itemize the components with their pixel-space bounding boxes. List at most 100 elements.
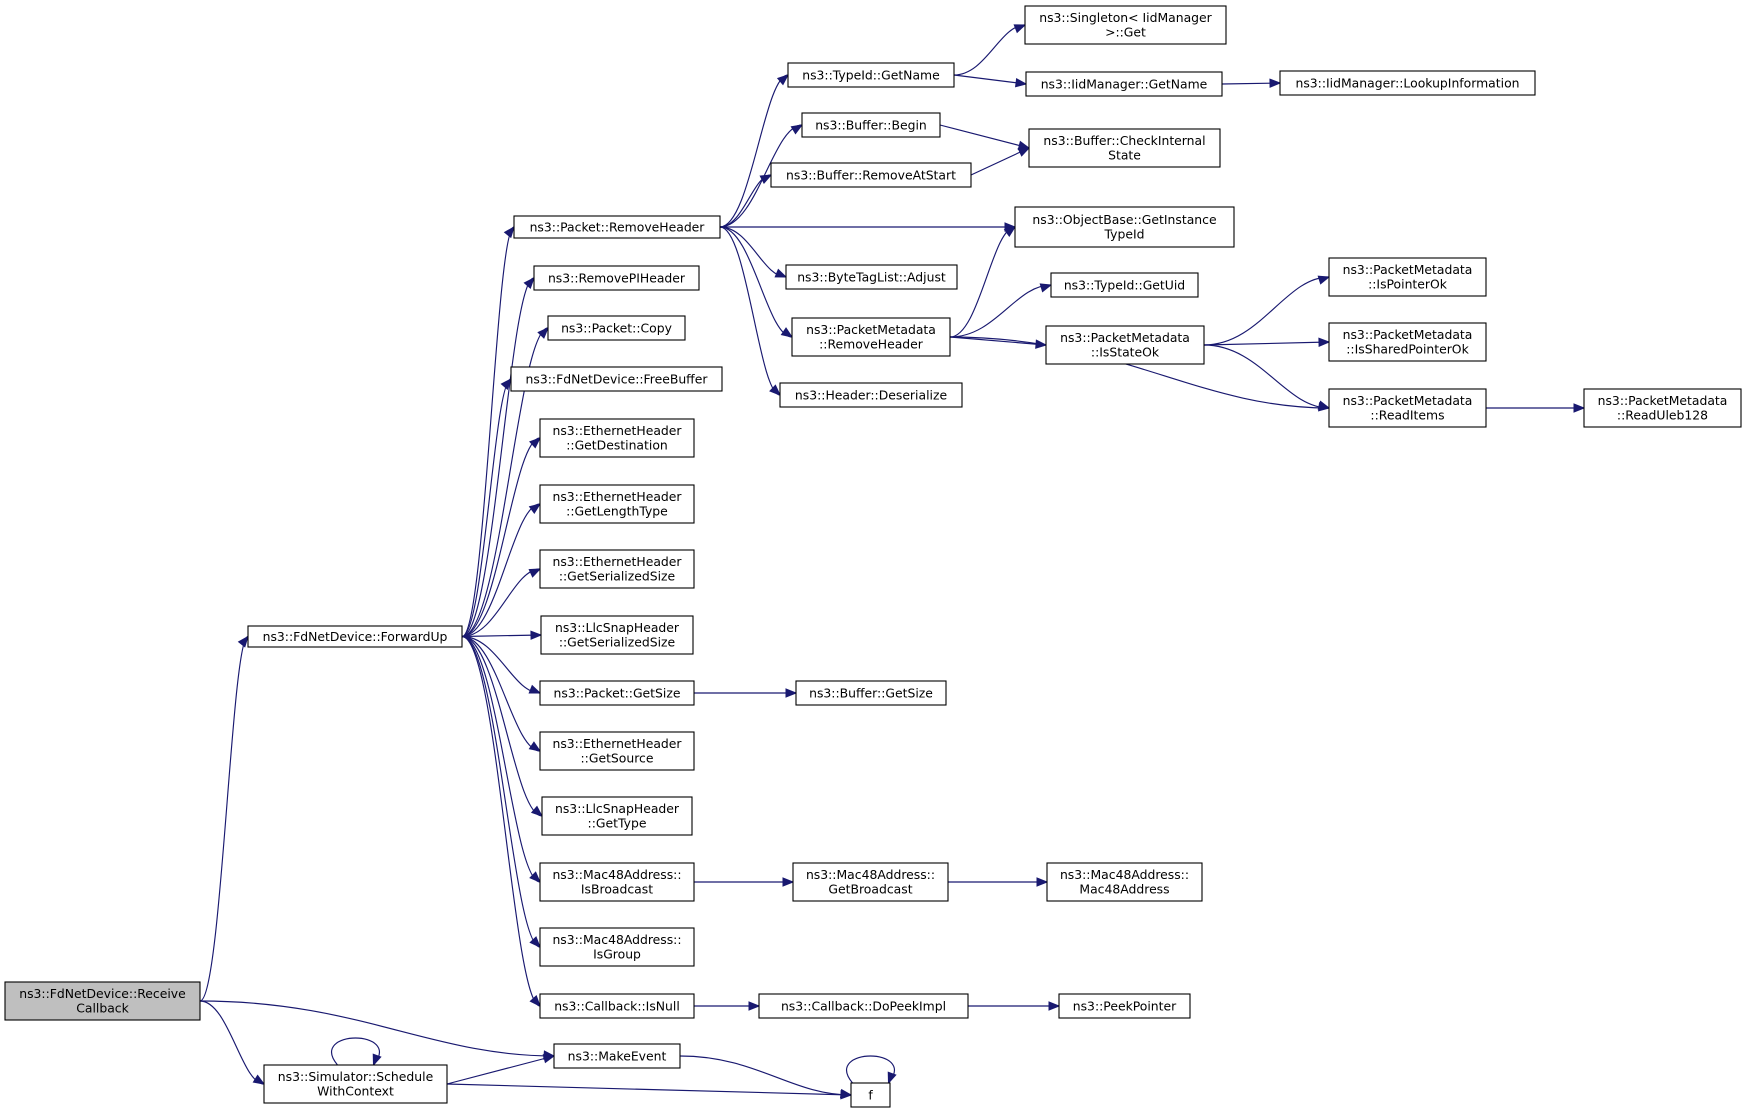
- node-buf_removeatstart[interactable]: ns3::Buffer::RemoveAtStart: [770, 162, 972, 188]
- node-label: ns3::ByteTagList::Adjust: [797, 269, 946, 284]
- edge-pkt_removeheader-to-ob_getinstance: [720, 222, 1017, 232]
- node-label: >::Get: [1105, 25, 1146, 40]
- node-typeid_getname[interactable]: ns3::TypeId::GetName: [787, 62, 955, 88]
- node-label: ::GetLengthType: [566, 504, 668, 519]
- node-label: ns3::ObjectBase::GetInstance: [1032, 212, 1216, 227]
- edge-forwardup-to-eth_getsrc: [461, 635, 542, 752]
- edge-pkt_removeheader-to-buf_removeatstart: [719, 174, 773, 228]
- node-label: ::GetType: [588, 816, 647, 831]
- node-forwardup[interactable]: ns3::FdNetDevice::ForwardUp: [247, 625, 463, 648]
- node-box: [1024, 5, 1227, 45]
- node-box: [539, 484, 695, 524]
- node-label: ns3::PacketMetadata: [806, 322, 936, 337]
- node-label: ns3::Callback::DoPeekImpl: [781, 998, 946, 1013]
- node-pm_readitems[interactable]: ns3::PacketMetadata::ReadItems: [1328, 388, 1487, 428]
- edge-pm_readitems-to-pm_readuleb: [1486, 403, 1586, 413]
- edge-pkt_removeheader-to-typeid_getname: [719, 74, 790, 228]
- node-cb_isnull[interactable]: ns3::Callback::IsNull: [539, 993, 695, 1019]
- node-label: ::IsPointerOk: [1368, 277, 1448, 292]
- node-eth_getser[interactable]: ns3::EthernetHeader::GetSerializedSize: [539, 549, 695, 589]
- edge-pm_removeheader-to-typeid_getuid: [949, 283, 1053, 338]
- node-box: [770, 162, 972, 188]
- edge-receive-to-forwardup: [199, 635, 249, 1002]
- edge-schedule-to-schedule: [331, 1037, 382, 1067]
- node-label: ns3::IidManager::LookupInformation: [1295, 75, 1519, 90]
- node-eth_getlen[interactable]: ns3::EthernetHeader::GetLengthType: [539, 484, 695, 524]
- edge-forwardup-to-pkt_removeheader: [461, 225, 515, 638]
- node-label: ns3::Buffer::CheckInternal: [1043, 133, 1205, 148]
- node-pkt_copy[interactable]: ns3::Packet::Copy: [547, 315, 686, 341]
- node-box: [1025, 71, 1223, 97]
- node-box: [1328, 257, 1487, 297]
- node-f[interactable]: f: [850, 1082, 891, 1108]
- node-box: [247, 625, 463, 648]
- edge-f-to-f: [846, 1055, 897, 1085]
- node-box: [539, 927, 695, 967]
- node-cb_dopeekimpl[interactable]: ns3::Callback::DoPeekImpl: [758, 993, 969, 1019]
- node-makeevent[interactable]: ns3::MakeEvent: [553, 1043, 681, 1069]
- node-box: [1014, 206, 1235, 248]
- node-pm_ispointerok[interactable]: ns3::PacketMetadata::IsPointerOk: [1328, 257, 1487, 297]
- node-eth_getdest[interactable]: ns3::EthernetHeader::GetDestination: [539, 418, 695, 458]
- edge-makeevent-to-f: [679, 1055, 853, 1099]
- node-label: ns3::MakeEvent: [568, 1048, 667, 1063]
- node-freebuffer[interactable]: ns3::FdNetDevice::FreeBuffer: [510, 366, 723, 392]
- edge-iid_getname-to-iid_lookup: [1221, 78, 1282, 88]
- node-label: ::IsSharedPointerOk: [1346, 342, 1469, 357]
- node-label: ::IsStateOk: [1091, 345, 1160, 360]
- edge-pm_isstateok-to-pm_readitems: [1203, 344, 1331, 410]
- node-box: [539, 549, 695, 589]
- edge-pkt_getsize-to-buf_getsize: [694, 688, 798, 698]
- node-label: ns3::LlcSnapHeader: [555, 620, 680, 635]
- node-pm_isstateok[interactable]: ns3::PacketMetadata::IsStateOk: [1045, 325, 1205, 365]
- node-eth_getsrc[interactable]: ns3::EthernetHeader::GetSource: [539, 731, 695, 771]
- node-box: [785, 264, 958, 290]
- node-label: ::GetSerializedSize: [559, 569, 675, 584]
- node-mac_getbroadcast[interactable]: ns3::Mac48Address::GetBroadcast: [792, 862, 949, 902]
- node-label: ns3::RemovePIHeader: [548, 270, 686, 285]
- node-singleton_get[interactable]: ns3::Singleton< IidManager>::Get: [1024, 5, 1227, 45]
- node-mac_ctor[interactable]: ns3::Mac48Address::Mac48Address: [1046, 862, 1203, 902]
- node-buf_getsize[interactable]: ns3::Buffer::GetSize: [795, 680, 947, 706]
- node-box: [539, 862, 695, 902]
- node-box: [791, 317, 951, 357]
- node-label: ns3::PacketMetadata: [1343, 327, 1473, 342]
- node-label: ns3::Callback::IsNull: [554, 998, 680, 1013]
- node-label: GetBroadcast: [828, 882, 912, 897]
- node-removepiheader[interactable]: ns3::RemovePIHeader: [533, 265, 700, 291]
- node-box: [1028, 128, 1221, 168]
- node-pm_readuleb[interactable]: ns3::PacketMetadata::ReadUleb128: [1583, 388, 1742, 428]
- node-bytetag_adjust[interactable]: ns3::ByteTagList::Adjust: [785, 264, 958, 290]
- node-label: ns3::PacketMetadata: [1343, 262, 1473, 277]
- node-box: [547, 315, 686, 341]
- node-box: [787, 62, 955, 88]
- node-box: [792, 862, 949, 902]
- node-mac_isgroup[interactable]: ns3::Mac48Address::IsGroup: [539, 927, 695, 967]
- edge-forwardup-to-llc_getser: [461, 630, 543, 640]
- node-label: ns3::Mac48Address::: [552, 932, 681, 947]
- node-label: ns3::FdNetDevice::Receive: [19, 986, 186, 1001]
- edge-schedule-to-f: [446, 1083, 853, 1100]
- edge-forwardup-to-mac_isgroup: [461, 635, 541, 948]
- edge-forwardup-to-eth_getdest: [461, 437, 541, 638]
- node-typeid_getuid[interactable]: ns3::TypeId::GetUid: [1050, 272, 1199, 298]
- node-llc_getser[interactable]: ns3::LlcSnapHeader::GetSerializedSize: [540, 615, 694, 655]
- node-pkt_removeheader[interactable]: ns3::Packet::RemoveHeader: [513, 215, 721, 239]
- node-label: Callback: [76, 1001, 129, 1016]
- node-peekpointer[interactable]: ns3::PeekPointer: [1058, 993, 1191, 1019]
- node-pm_removeheader[interactable]: ns3::PacketMetadata::RemoveHeader: [791, 317, 951, 357]
- node-llc_gettype[interactable]: ns3::LlcSnapHeader::GetType: [541, 796, 693, 836]
- node-label: Mac48Address: [1079, 882, 1169, 897]
- node-pm_issharedpointerok[interactable]: ns3::PacketMetadata::IsSharedPointerOk: [1328, 322, 1487, 362]
- node-mac_isbroadcast[interactable]: ns3::Mac48Address::IsBroadcast: [539, 862, 695, 902]
- node-hdr_deserialize[interactable]: ns3::Header::Deserialize: [779, 382, 963, 408]
- node-buf_begin[interactable]: ns3::Buffer::Begin: [801, 112, 941, 138]
- node-iid_getname[interactable]: ns3::IidManager::GetName: [1025, 71, 1223, 97]
- node-label: ns3::EthernetHeader: [552, 489, 682, 504]
- node-iid_lookup[interactable]: ns3::IidManager::LookupInformation: [1279, 70, 1536, 96]
- node-pkt_getsize[interactable]: ns3::Packet::GetSize: [539, 680, 695, 706]
